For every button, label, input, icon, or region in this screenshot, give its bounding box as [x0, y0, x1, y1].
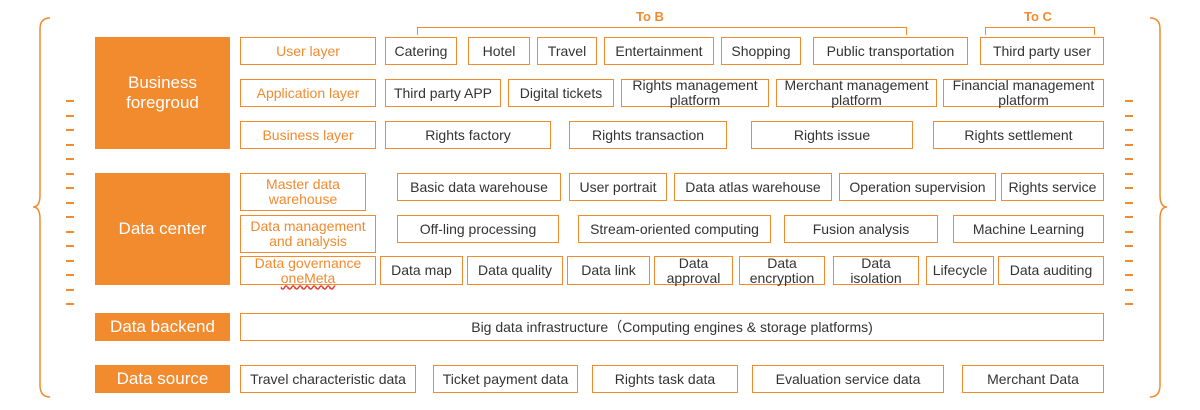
dash-mark — [1125, 274, 1133, 276]
app-item-rights-management-platform: Rights management platform — [621, 78, 769, 108]
application-layer-label: Application layer — [240, 79, 376, 107]
dash-mark — [1125, 260, 1133, 262]
dash-mark — [66, 115, 74, 117]
big-data-infrastructure: Big data infrastructure（Computing engine… — [240, 313, 1104, 341]
source-item-rights-task: Rights task data — [592, 365, 738, 393]
dash-mark — [66, 158, 74, 160]
biz-item-rights-factory: Rights factory — [385, 121, 551, 149]
dash-mark — [1125, 144, 1133, 146]
gov-item-data-link: Data link — [567, 256, 650, 285]
user-item-third-party-user: Third party user — [980, 37, 1104, 65]
dash-mark — [1125, 303, 1133, 305]
to-b-label: To B — [636, 9, 664, 24]
master-item-basic-data-warehouse: Basic data warehouse — [397, 173, 561, 201]
dash-mark — [1125, 129, 1133, 131]
dash-mark — [66, 202, 74, 204]
user-item-shopping: Shopping — [721, 37, 801, 65]
dash-mark — [66, 173, 74, 175]
dash-mark — [66, 187, 74, 189]
business-foreground-label: Business foregroud — [95, 37, 230, 149]
dash-mark — [66, 144, 74, 146]
mgmt-item-offline-processing: Off-ling processing — [397, 215, 559, 243]
user-layer-label: User layer — [240, 37, 376, 65]
right-brace — [1149, 17, 1168, 398]
source-item-evaluation-service: Evaluation service data — [752, 365, 944, 393]
gov-item-data-encryption: Data encryption — [739, 255, 825, 285]
dash-mark — [66, 245, 74, 247]
mgmt-item-fusion-analysis: Fusion analysis — [784, 215, 938, 243]
biz-item-rights-transaction: Rights transaction — [569, 121, 727, 149]
app-item-digital-tickets: Digital tickets — [508, 79, 614, 107]
source-item-ticket-payment: Ticket payment data — [433, 365, 578, 393]
gov-item-lifecycle: Lifecycle — [926, 256, 994, 285]
dash-mark — [1125, 202, 1133, 204]
master-item-rights-service: Rights service — [1001, 173, 1104, 201]
user-item-hotel: Hotel — [468, 37, 530, 65]
dash-mark — [1125, 187, 1133, 189]
data-center-label: Data center — [95, 173, 230, 285]
data-source-label: Data source — [95, 365, 230, 393]
dash-mark — [1125, 245, 1133, 247]
dash-mark — [1125, 173, 1133, 175]
source-item-travel-characteristic: Travel characteristic data — [240, 365, 416, 393]
user-item-entertainment: Entertainment — [604, 37, 714, 65]
data-governance-text: Data governance — [254, 254, 362, 271]
app-item-third-party-app: Third party APP — [385, 79, 501, 107]
dash-mark — [66, 216, 74, 218]
master-item-user-portrait: User portrait — [569, 173, 667, 201]
app-item-merchant-management-platform: Merchant management platform — [776, 78, 937, 108]
to-b-brace — [417, 27, 907, 35]
biz-item-rights-settlement: Rights settlement — [933, 121, 1104, 149]
dash-mark — [66, 129, 74, 131]
user-item-catering: Catering — [385, 37, 457, 65]
data-governance-label: Data governance oneMeta — [240, 254, 376, 286]
master-item-data-atlas-warehouse: Data atlas warehouse — [674, 173, 832, 201]
gov-item-data-map: Data map — [380, 256, 463, 285]
dash-mark — [1125, 158, 1133, 160]
mgmt-item-machine-learning: Machine Learning — [953, 215, 1104, 243]
business-layer-label: Business layer — [240, 121, 376, 149]
user-item-public-transportation: Public transportation — [813, 37, 968, 65]
master-item-operation-supervision: Operation supervision — [839, 173, 996, 201]
biz-item-rights-issue: Rights issue — [751, 121, 913, 149]
dash-mark — [66, 303, 74, 305]
to-c-label: To C — [1024, 9, 1052, 24]
data-management-analysis-label: Data management and analysis — [240, 215, 376, 253]
source-item-merchant-data: Merchant Data — [962, 365, 1104, 393]
dash-mark — [66, 274, 74, 276]
to-c-brace — [985, 27, 1095, 35]
dash-mark — [66, 260, 74, 262]
dash-mark — [66, 100, 74, 102]
gov-item-data-quality: Data quality — [467, 256, 563, 285]
dash-mark — [1125, 115, 1133, 117]
data-backend-label: Data backend — [95, 313, 230, 341]
gov-item-data-isolation: Data isolation — [833, 255, 919, 285]
dash-mark — [1125, 231, 1133, 233]
user-item-travel: Travel — [537, 37, 597, 65]
app-item-financial-management-platform: Financial management platform — [943, 78, 1104, 108]
dash-mark — [66, 289, 74, 291]
dash-mark — [1125, 289, 1133, 291]
gov-item-data-auditing: Data auditing — [998, 256, 1104, 285]
left-brace — [32, 17, 51, 398]
dash-mark — [1125, 216, 1133, 218]
dash-mark — [1125, 100, 1133, 102]
master-data-warehouse-label: Master data warehouse — [240, 173, 366, 211]
dash-mark — [66, 231, 74, 233]
onemeta-text: oneMeta — [280, 269, 336, 286]
gov-item-data-approval: Data approval — [654, 255, 733, 285]
mgmt-item-stream-computing: Stream-oriented computing — [578, 215, 771, 243]
